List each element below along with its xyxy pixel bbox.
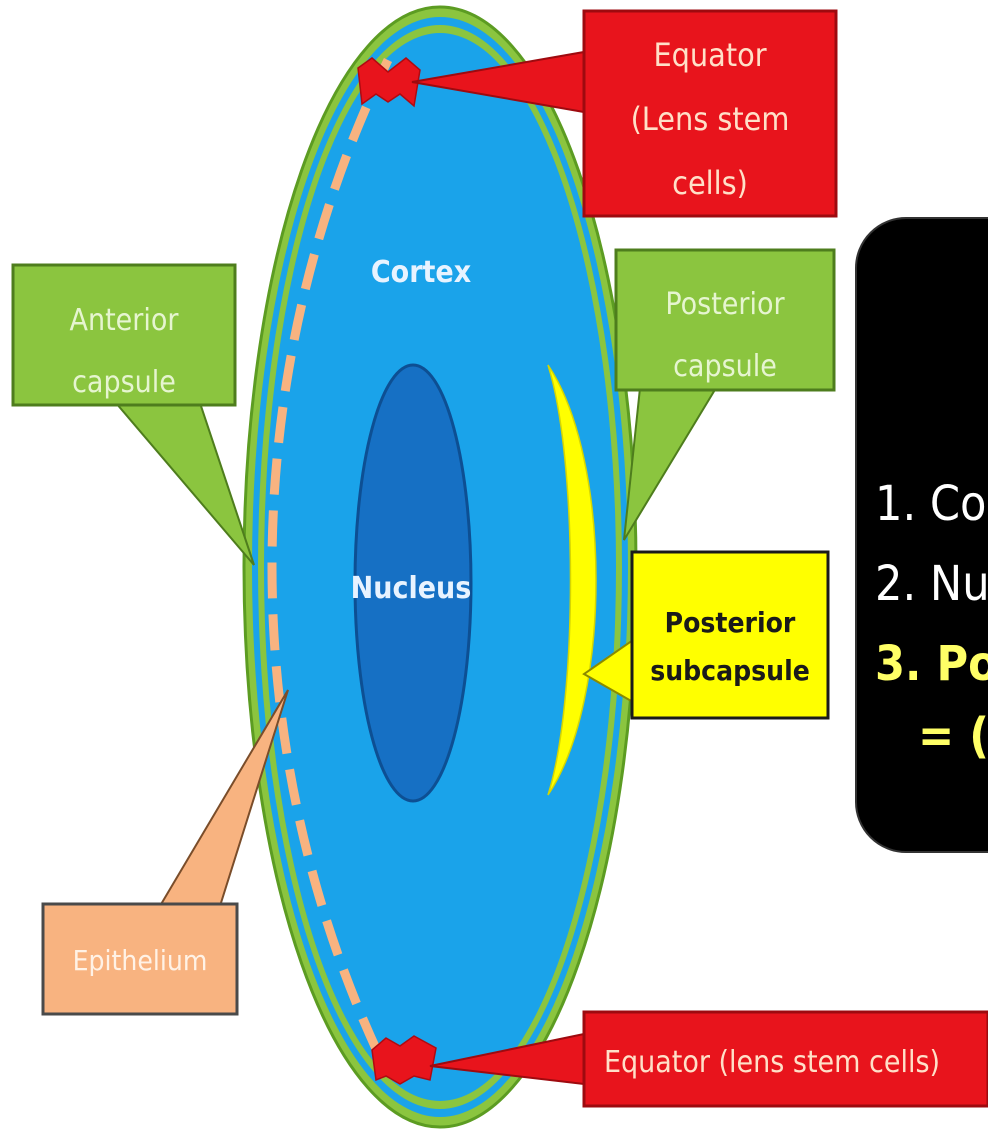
callout-posterior-subcapsule: Posterior subcapsule — [582, 550, 830, 720]
callout-posterior-subcapsule-box — [630, 550, 830, 720]
equator-bottom-marker — [371, 1035, 437, 1085]
callout-epithelium: Epithelium — [41, 689, 289, 1016]
panel-item-3-continuation: = ( — [918, 708, 988, 764]
callout-equator-bottom-box — [582, 1010, 988, 1108]
callout-posterior-capsule-pointer — [623, 387, 718, 541]
epithelium-layer — [267, 58, 393, 1076]
cataract-types-panel: 1. Co 2. Nu 3. Po = ( — [855, 217, 988, 853]
callout-anterior-pointer — [113, 402, 255, 566]
anterior-label-line1: Anterior — [70, 303, 180, 338]
equator-top-marker — [357, 57, 421, 108]
callout-posterior-capsule-box — [614, 248, 836, 392]
equator-top-label-line2: (Lens stem — [631, 100, 790, 138]
epithelium-label: Epithelium — [73, 944, 208, 977]
equator-bottom-label: Equator (lens stem cells) — [604, 1045, 940, 1080]
panel-item-3: 3. Po — [875, 636, 988, 692]
cataract-types-panel-box — [855, 217, 988, 853]
posterior-subcapsule-crescent — [547, 364, 597, 796]
nucleus-label: Nucleus — [351, 571, 472, 606]
nucleus — [353, 363, 473, 803]
panel-item-2: 2. Nu — [875, 556, 988, 612]
equator-top-label-line3: cells) — [672, 164, 748, 202]
panel-item-1: 1. Co — [875, 476, 986, 532]
callout-anterior-capsule: Anterior capsule — [11, 263, 255, 566]
callout-equator-top-box — [582, 9, 838, 218]
equator-top-label-line1: Equator — [653, 36, 766, 74]
posterior-capsule-label-line2: capsule — [673, 349, 777, 384]
posterior-subcapsule-label-line2: subcapsule — [650, 654, 810, 687]
anterior-label-line2: capsule — [72, 365, 176, 400]
callout-posterior-capsule: Posterior capsule — [614, 248, 836, 541]
cortex-label: Cortex — [371, 255, 471, 290]
callout-anterior-box — [11, 263, 237, 407]
posterior-capsule-label-line1: Posterior — [665, 287, 785, 322]
posterior-subcapsule-label-line1: Posterior — [665, 606, 796, 639]
lens: Cortex Nucleus — [242, 5, 638, 1129]
callout-equator-bottom: Equator (lens stem cells) — [429, 1010, 988, 1108]
callout-epithelium-box — [41, 902, 239, 1016]
callout-equator-top: Equator (Lens stem cells) — [411, 9, 838, 218]
